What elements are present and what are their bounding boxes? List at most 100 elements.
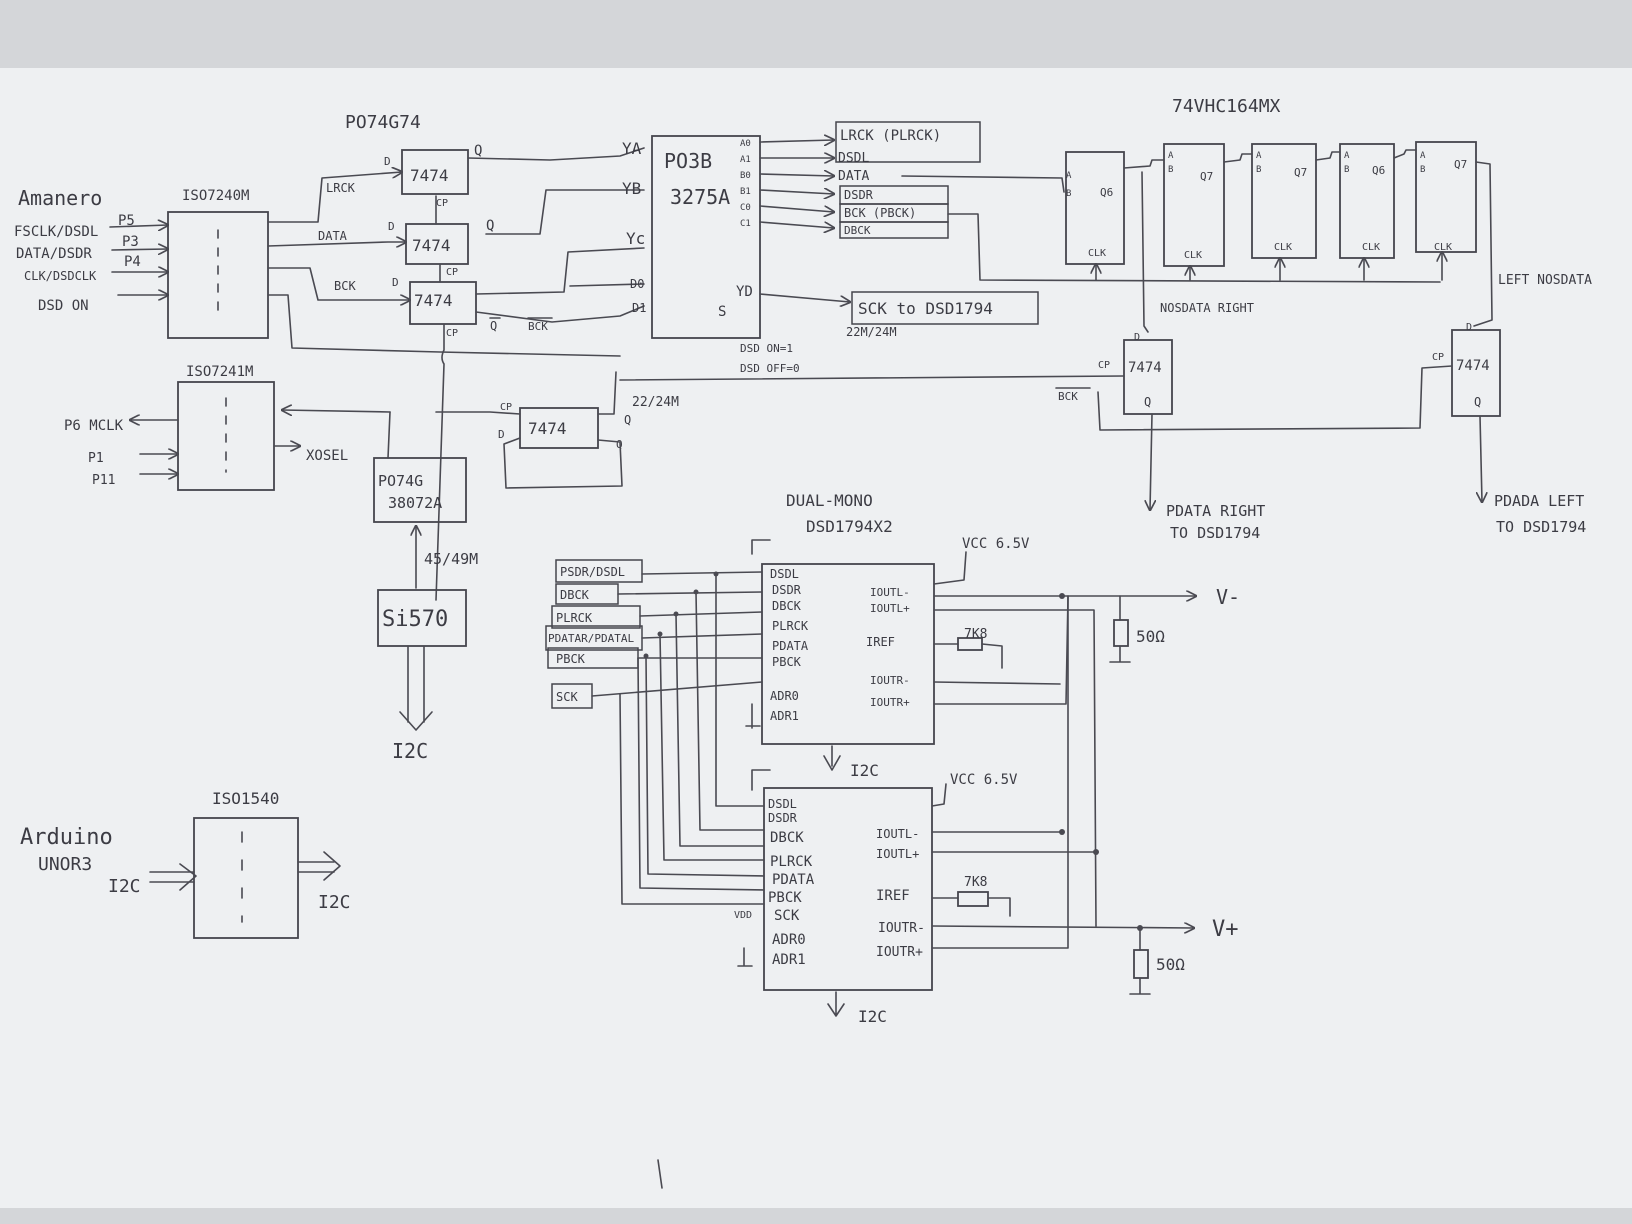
svg-text:DBCK: DBCK: [560, 588, 590, 602]
pin-data: DATA/DSDR: [16, 246, 92, 262]
svg-text:DBCK: DBCK: [770, 830, 804, 846]
to-dsd-right-label: TO DSD1794: [1170, 524, 1260, 542]
nosdata-right-label: NOSDATA RIGHT: [1160, 301, 1254, 315]
svg-text:Q7: Q7: [1454, 158, 1467, 171]
svg-text:CP: CP: [436, 198, 448, 209]
svg-text:A: A: [1420, 151, 1426, 161]
ff-nos-left: 7474 D Q CP: [1432, 322, 1501, 417]
svg-text:IOUTR-: IOUTR-: [870, 674, 910, 687]
svg-text:DSDL: DSDL: [768, 797, 797, 811]
dac-title-1: DUAL-MONO: [786, 491, 873, 510]
svg-text:SCK: SCK: [774, 908, 800, 924]
resistor-50-bottom: 50Ω: [1129, 927, 1185, 995]
svg-text:50Ω: 50Ω: [1156, 955, 1185, 974]
svg-text:45/49M: 45/49M: [424, 550, 478, 568]
svg-text:IOUTL-: IOUTL-: [876, 827, 919, 841]
svg-text:CP: CP: [500, 402, 512, 413]
pin-dsd-on: DSD ON: [38, 298, 89, 314]
sig-bck-bar-right: BCK: [1058, 390, 1078, 403]
svg-text:YA: YA: [622, 139, 642, 158]
svg-text:CLK: CLK: [1362, 242, 1380, 253]
pin-p4: P4: [124, 254, 141, 270]
svg-text:Q: Q: [486, 218, 494, 234]
svg-text:P11: P11: [92, 473, 115, 488]
svg-text:IOUTL+: IOUTL+: [870, 602, 910, 615]
svg-text:S: S: [718, 304, 726, 320]
si570-i2c: I2C: [392, 739, 428, 763]
svg-text:3275A: 3275A: [670, 185, 730, 209]
svg-text:CP: CP: [446, 328, 458, 339]
svg-text:IOUTR+: IOUTR+: [876, 945, 923, 960]
to-dsd-left-label: TO DSD1794: [1496, 518, 1586, 536]
svg-text:Q6: Q6: [1372, 164, 1385, 177]
dac-title-2: DSD1794X2: [806, 517, 893, 536]
sig-data: DATA: [318, 229, 348, 243]
dac2-vcc: VCC 6.5V: [950, 772, 1018, 788]
svg-text:B: B: [1420, 165, 1425, 175]
svg-text:DSDR: DSDR: [768, 811, 798, 825]
iso7240m-block: ISO7240M: [167, 188, 269, 339]
svg-text:Q: Q: [1144, 395, 1151, 409]
svg-text:DATA: DATA: [838, 169, 869, 184]
pin-p5: P5: [118, 213, 135, 229]
po74g74-label: PO74G74: [345, 112, 421, 133]
svg-text:C0: C0: [740, 203, 751, 213]
left-nosdata-label: LEFT NOSDATA: [1498, 273, 1592, 288]
mux-block: PO3B 3275A YA YB Yc YD D0 D1 S A0 A1 B0 …: [622, 135, 800, 375]
pin-p3: P3: [122, 234, 139, 250]
svg-text:D: D: [1466, 322, 1472, 333]
svg-text:Q7: Q7: [1200, 170, 1213, 183]
ff-divider: 7474 CP D Q Q: [498, 402, 631, 451]
v-plus-label: V+: [1212, 917, 1239, 942]
svg-text:DSD ON=1: DSD ON=1: [740, 342, 793, 355]
svg-text:IOUTR-: IOUTR-: [878, 921, 925, 936]
osc-divider-block: PO74G 38072A 45/49M: [373, 457, 478, 568]
dac2-vdd: VDD: [734, 910, 752, 921]
svg-text:LRCK (PLRCK): LRCK (PLRCK): [840, 128, 941, 144]
svg-text:D: D: [1134, 332, 1140, 343]
pin-fsclk: FSCLK/DSDL: [14, 224, 98, 240]
svg-text:B0: B0: [740, 171, 751, 181]
svg-text:Q: Q: [490, 319, 497, 333]
svg-text:SCK to DSD1794: SCK to DSD1794: [858, 299, 993, 318]
svg-text:SCK: SCK: [556, 690, 578, 704]
svg-text:7474: 7474: [1456, 358, 1490, 374]
svg-text:PDATA: PDATA: [772, 639, 809, 653]
svg-text:B1: B1: [740, 187, 751, 197]
svg-text:DSD OFF=0: DSD OFF=0: [740, 362, 800, 375]
svg-text:Q7: Q7: [1294, 166, 1307, 179]
svg-text:CLK: CLK: [1434, 242, 1452, 253]
svg-text:ADR1: ADR1: [772, 952, 806, 968]
svg-text:D: D: [388, 220, 395, 233]
sck-to-dsd1794: SCK to DSD1794 22M/24M: [846, 291, 1039, 339]
arduino-label: Arduino: [20, 825, 113, 850]
svg-text:D: D: [384, 155, 391, 168]
v-minus-label: V-: [1216, 585, 1240, 609]
svg-text:ADR1: ADR1: [770, 709, 799, 723]
svg-text:50Ω: 50Ω: [1136, 627, 1165, 646]
svg-text:D: D: [392, 276, 399, 289]
svg-text:A1: A1: [740, 155, 751, 165]
svg-text:7K8: 7K8: [964, 627, 987, 642]
svg-text:A: A: [1066, 171, 1072, 181]
svg-text:A: A: [1168, 151, 1174, 161]
svg-text:PBCK: PBCK: [772, 655, 802, 669]
svg-text:ISO1540: ISO1540: [212, 789, 279, 808]
svg-text:A: A: [1344, 151, 1350, 161]
svg-text:Q: Q: [474, 143, 482, 159]
dac2-i2c: I2C: [858, 1007, 887, 1026]
dac-chip-2: DSDL DSDR DBCK PLRCK PDATA PBCK SCK ADR0…: [763, 787, 933, 991]
svg-text:DSDR: DSDR: [772, 583, 802, 597]
svg-text:IOUTL-: IOUTL-: [870, 586, 910, 599]
resistor-50-top: 50Ω: [1109, 595, 1165, 663]
svg-text:B: B: [1168, 165, 1173, 175]
svg-text:7474: 7474: [412, 236, 451, 255]
svg-text:CP: CP: [446, 267, 458, 278]
svg-text:CP: CP: [1432, 352, 1444, 363]
paper: [0, 68, 1632, 1208]
svg-text:Q: Q: [616, 438, 623, 451]
iso7240m-label: ISO7240M: [182, 188, 249, 204]
svg-text:PLRCK: PLRCK: [556, 611, 593, 625]
svg-text:DSDL: DSDL: [838, 151, 869, 166]
